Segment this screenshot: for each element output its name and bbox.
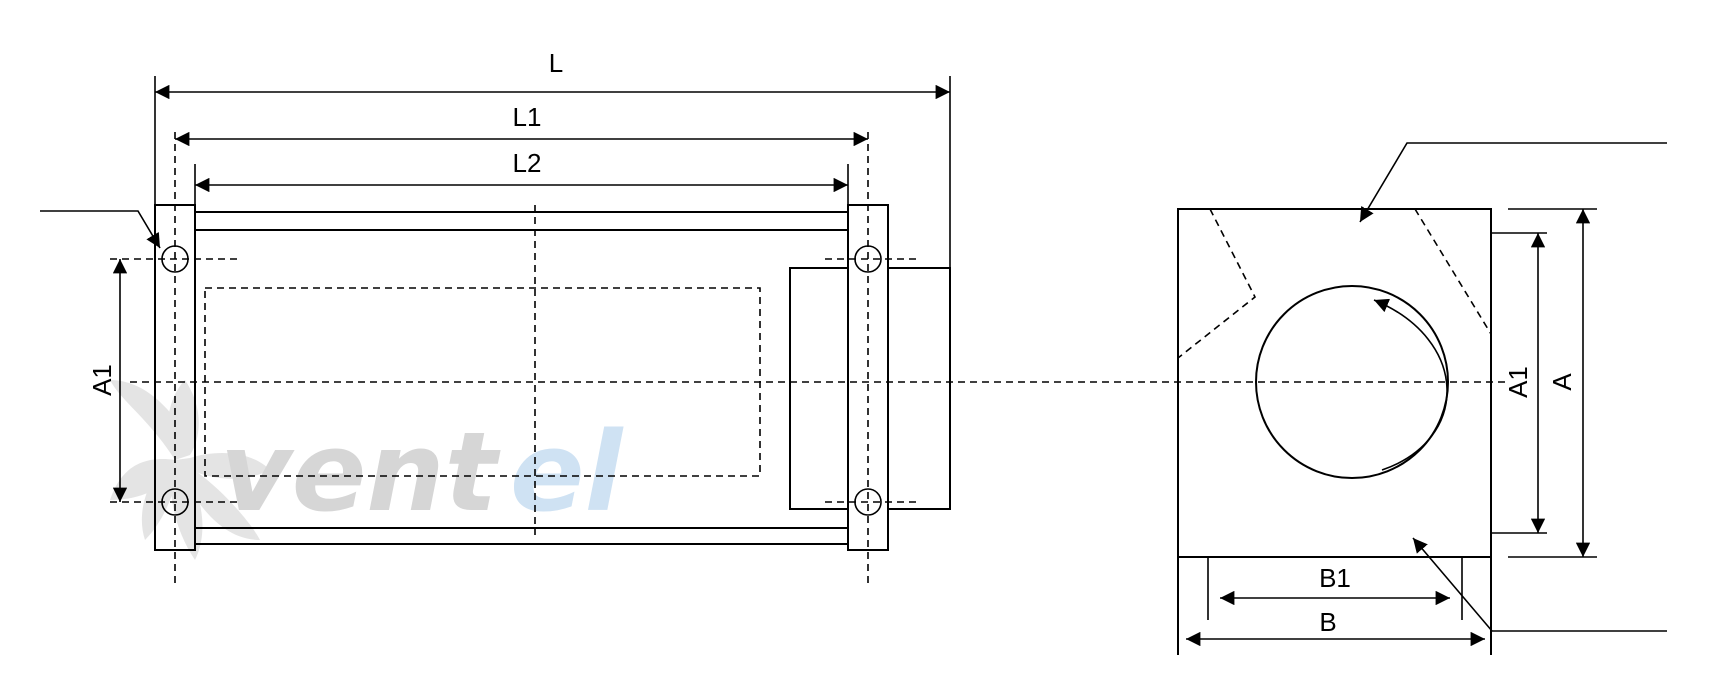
label-L: L [549, 48, 563, 78]
label-B1: B1 [1319, 563, 1351, 593]
label-A: A [1547, 373, 1577, 391]
label-A1-side: A1 [87, 364, 117, 396]
watermark-text-el: el [510, 408, 624, 536]
outlet-box-right [888, 267, 951, 510]
ventel-watermark: vent el [110, 380, 624, 560]
hidden-line-right [1414, 208, 1492, 335]
front-housing [1177, 208, 1492, 558]
outlet-box-left [789, 267, 848, 510]
impeller-circle [1255, 285, 1449, 479]
label-B: B [1319, 607, 1336, 637]
side-view: L L1 L2 A1 [40, 48, 951, 588]
hidden-line-left [1177, 208, 1257, 359]
leader-top [1359, 142, 1667, 223]
label-L2: L2 [513, 148, 542, 178]
label-A1-front: A1 [1503, 366, 1533, 398]
label-L1: L1 [513, 102, 542, 132]
rotation-arrow-icon [1373, 298, 1448, 471]
front-view: A1 A B1 B [1177, 142, 1667, 655]
leader-bottom [1412, 537, 1667, 632]
leader-hole [40, 210, 161, 249]
watermark-text-vent: vent [220, 408, 501, 536]
